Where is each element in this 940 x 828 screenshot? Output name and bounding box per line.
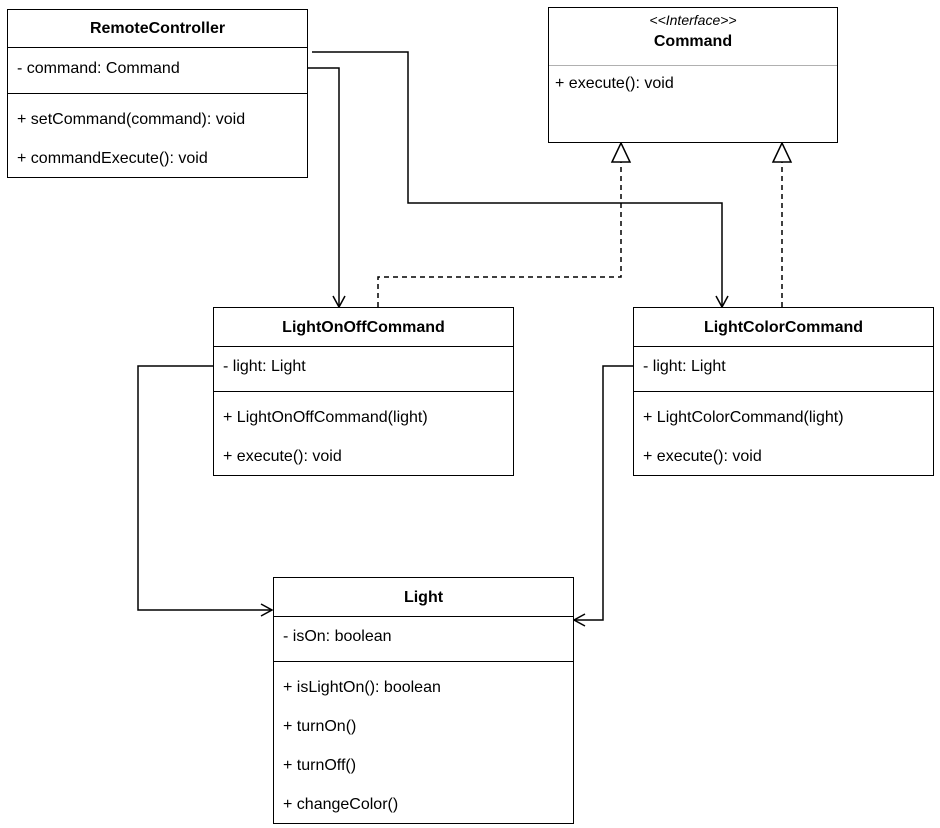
method-set-command: + setCommand(command): void (17, 111, 246, 128)
method-change-color: + changeColor() (283, 796, 399, 813)
realization-onoff-to-command-line (377, 141, 632, 307)
stereotype-label: <<Interface>> (649, 12, 737, 28)
method-execute: + execute(): void (555, 75, 674, 92)
class-name: RemoteController (8, 10, 307, 48)
attribute-is-on: - isOn: boolean (283, 628, 392, 645)
attribute-command: - command: Command (17, 60, 180, 77)
divider (8, 93, 307, 94)
class-remote-controller[interactable]: RemoteController - command: Command + se… (7, 9, 308, 178)
assoc-remote-to-color-line (312, 51, 729, 309)
assoc-onoff-to-light-line (137, 365, 274, 617)
attribute-light: - light: Light (643, 358, 726, 375)
interface-name: Command (653, 33, 733, 50)
assoc-color-to-light-line (572, 365, 633, 627)
class-light[interactable]: Light - isOn: boolean + isLightOn(): boo… (273, 577, 574, 824)
method-constructor: + LightOnOffCommand(light) (223, 409, 428, 426)
class-light-color-command[interactable]: LightColorCommand - light: Light + Light… (633, 307, 934, 476)
class-name: LightColorCommand (634, 308, 933, 347)
method-execute: + execute(): void (643, 448, 762, 465)
method-execute: + execute(): void (223, 448, 342, 465)
divider (274, 661, 573, 662)
method-is-light-on: + isLightOn(): boolean (283, 679, 441, 696)
divider (549, 65, 837, 66)
method-constructor: + LightColorCommand(light) (643, 409, 844, 426)
method-turn-on: + turnOn() (283, 718, 357, 735)
class-name: LightOnOffCommand (214, 308, 513, 347)
method-turn-off: + turnOff() (283, 757, 357, 774)
divider (634, 391, 933, 392)
method-command-execute: + commandExecute(): void (17, 150, 208, 167)
attribute-light: - light: Light (223, 358, 306, 375)
class-light-on-off-command[interactable]: LightOnOffCommand - light: Light + Light… (213, 307, 514, 476)
class-name: Light (274, 578, 573, 617)
interface-command[interactable]: <<Interface>> Command + execute(): void (548, 7, 838, 143)
assoc-remote-to-onoff-line (307, 67, 346, 309)
divider (214, 391, 513, 392)
